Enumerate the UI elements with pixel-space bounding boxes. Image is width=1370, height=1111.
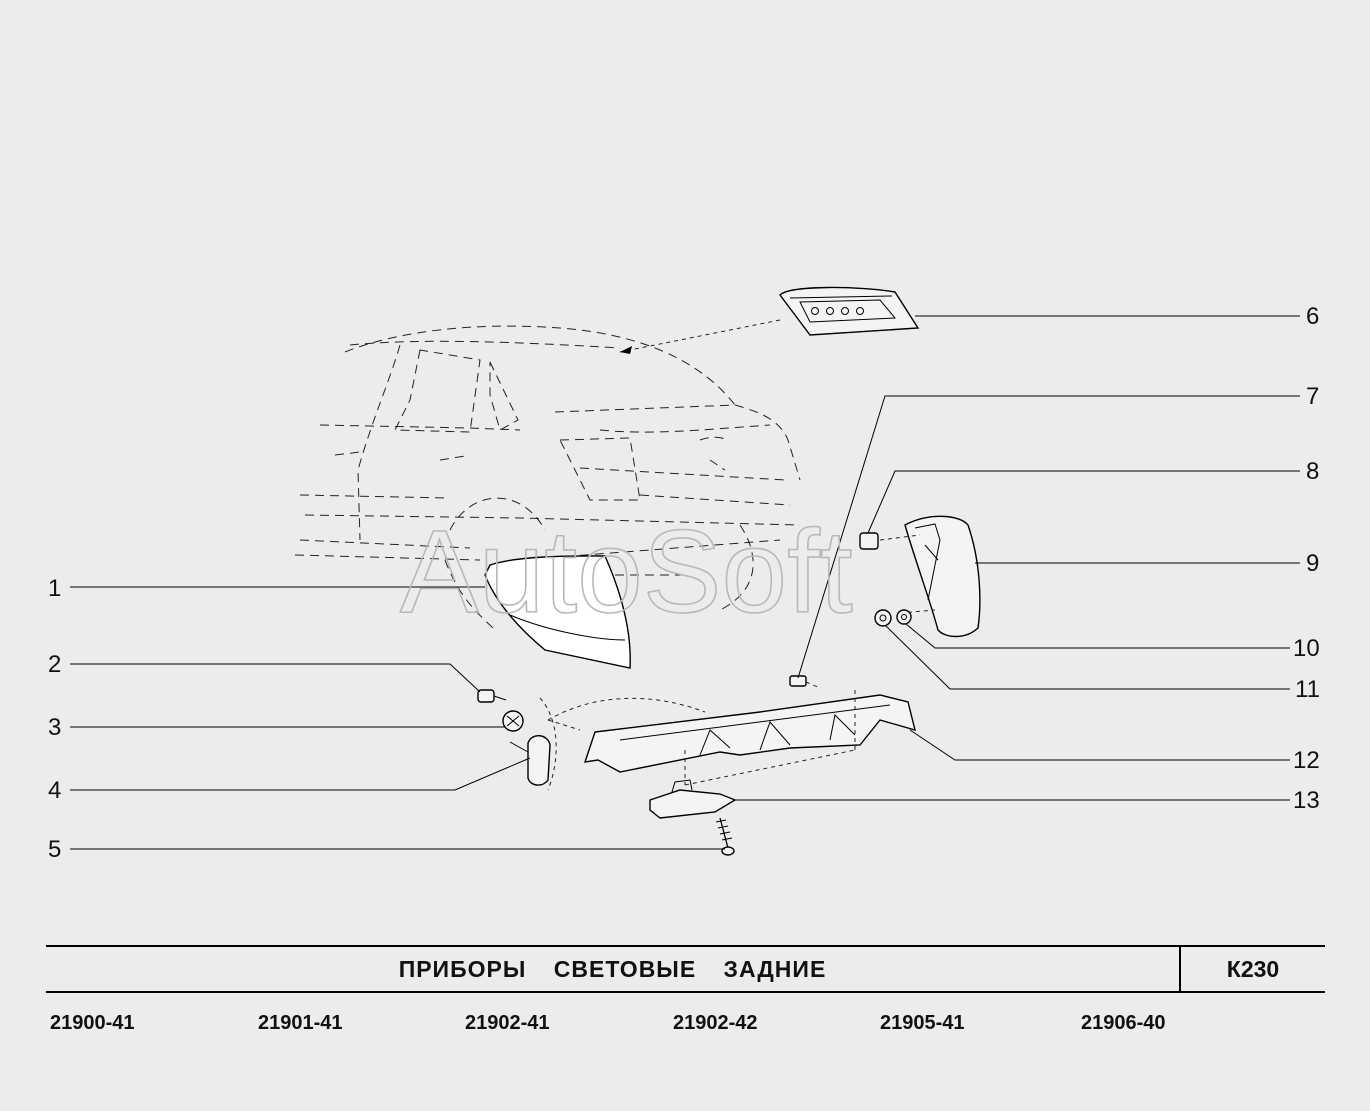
part-13-plate-lamp <box>649 779 737 819</box>
part-3-clip <box>502 710 524 732</box>
part-11-nut <box>874 609 892 627</box>
callout-9: 9 <box>1306 550 1319 577</box>
callout-11: 11 <box>1295 676 1320 703</box>
model-code: 21901-41 <box>258 1012 343 1034</box>
leader-lines <box>70 315 1300 850</box>
part-10-washer <box>896 609 912 625</box>
part-4-socket <box>509 697 557 791</box>
model-code: 21902-41 <box>465 1012 550 1034</box>
callout-3: 3 <box>48 714 61 741</box>
part-1-lens <box>484 555 631 669</box>
model-list: 21900-41 21901-41 21902-41 21902-42 2190… <box>50 1012 1290 1040</box>
model-code: 21902-42 <box>673 1012 758 1034</box>
part-9-side-lamp <box>879 515 981 638</box>
callout-2: 2 <box>48 651 61 678</box>
callout-4: 4 <box>48 777 61 804</box>
callout-10: 10 <box>1293 635 1320 662</box>
car-body-outline <box>294 325 801 631</box>
callout-8: 8 <box>1306 458 1319 485</box>
callout-5: 5 <box>48 836 61 863</box>
title-block: ПРИБОРЫ СВЕТОВЫЕ ЗАДНИЕ К230 <box>46 945 1325 993</box>
callout-13: 13 <box>1293 787 1320 814</box>
model-code: 21905-41 <box>880 1012 965 1034</box>
page-title: ПРИБОРЫ СВЕТОВЫЕ ЗАДНИЕ <box>398 955 827 982</box>
part-2-rivet <box>477 689 507 703</box>
section-code: К230 <box>1179 947 1325 991</box>
watermark: AutoSoft <box>400 506 853 638</box>
part-8-nut <box>859 532 879 550</box>
callout-12: 12 <box>1293 747 1320 774</box>
callout-7: 7 <box>1306 383 1319 410</box>
part-12-bracket <box>547 690 916 786</box>
part-6-high-stop-lamp <box>619 286 920 354</box>
callout-numbers: 1 2 3 4 5 6 7 8 9 10 11 12 13 <box>48 303 1320 863</box>
model-code: 21906-40 <box>1081 1012 1166 1034</box>
model-code: 21900-41 <box>50 1012 135 1034</box>
callout-6: 6 <box>1306 303 1319 330</box>
part-7-screw <box>789 675 821 689</box>
callout-1: 1 <box>48 575 61 602</box>
